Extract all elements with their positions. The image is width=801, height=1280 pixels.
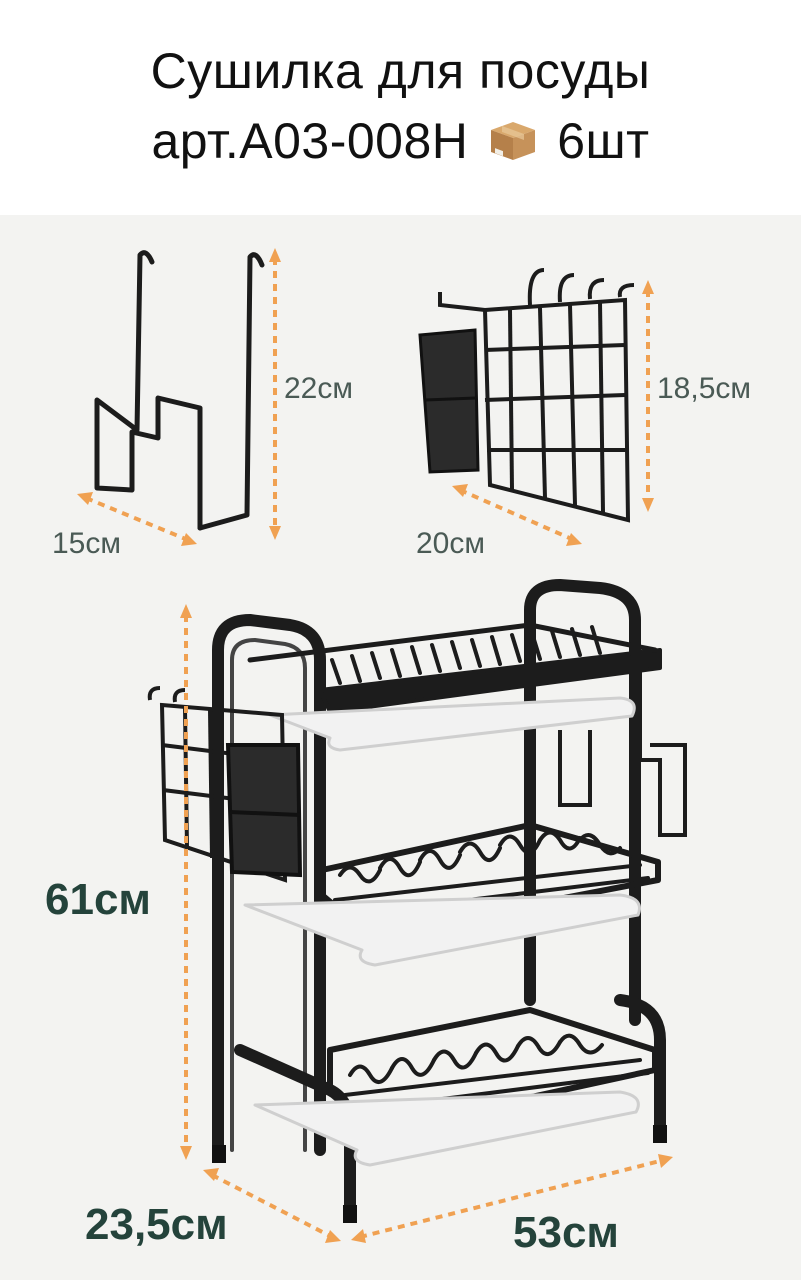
dish-rack — [212, 579, 667, 1223]
hook-width-arrow — [85, 496, 189, 542]
hook-height-label: 22см — [284, 372, 353, 405]
basket-height-label: 18,5см — [657, 372, 752, 405]
rack-width-label: 53см — [513, 1208, 619, 1257]
hook-accessory — [94, 250, 265, 531]
quantity: 6шт — [557, 113, 650, 169]
product-title: Сушилка для посуды — [150, 43, 651, 99]
basket-accessory — [418, 268, 635, 523]
rack-height-label: 61см — [45, 875, 151, 924]
rack-depth-arrow — [211, 1173, 333, 1239]
hook-width-label: 15см — [52, 527, 121, 560]
product-illustration — [77, 248, 687, 1243]
header: Сушилка для посуды арт.A03-008H 6шт — [0, 0, 801, 215]
article-number: арт.A03-008H — [151, 113, 469, 169]
side-hook — [558, 650, 687, 837]
product-article-line: арт.A03-008H 6шт — [0, 112, 801, 170]
basket-width-label: 20см — [416, 527, 485, 560]
package-box-icon — [490, 122, 535, 160]
rack-width-arrow — [359, 1158, 665, 1239]
rack-depth-label: 23,5см — [85, 1200, 228, 1249]
product-photo: 22см 15см 18,5см 20см 61см 23,5см 53см — [0, 215, 801, 1280]
